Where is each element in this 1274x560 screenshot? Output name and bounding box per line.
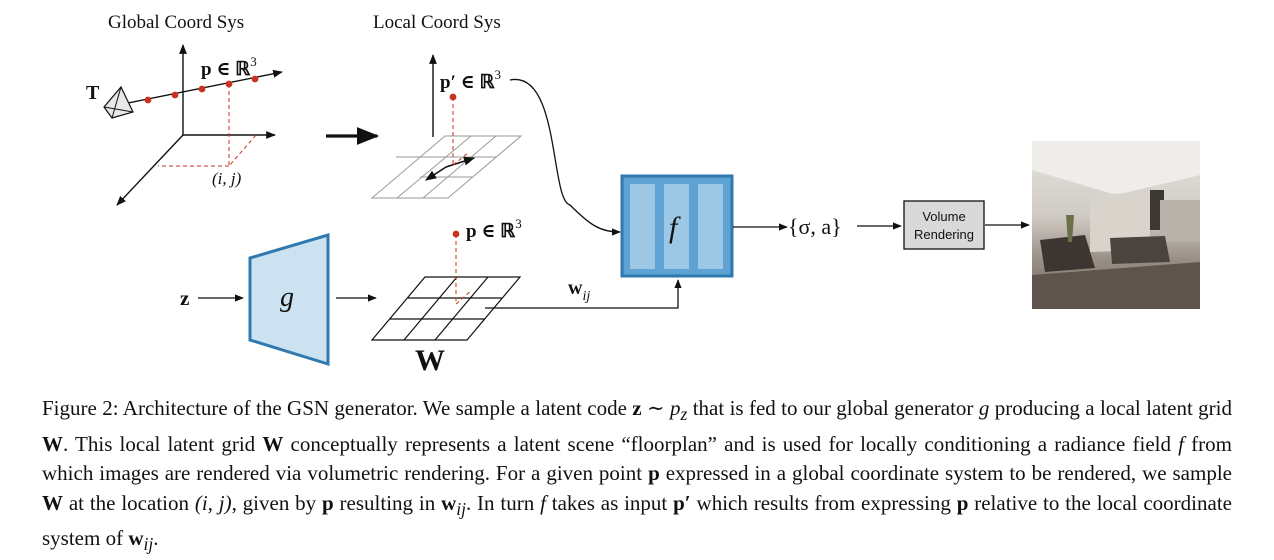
grid-location-label: (i, j)	[212, 169, 242, 188]
projection-lines	[158, 84, 257, 167]
point-sample-label: p ∈ ℝ3	[466, 216, 522, 242]
caption-text: ∼	[641, 396, 670, 420]
camera-icon	[103, 85, 134, 119]
caption-math: ij	[143, 534, 154, 555]
caption-text: . In turn	[465, 490, 541, 515]
caption-math: (i, j)	[194, 490, 232, 515]
local-grid	[370, 135, 523, 199]
caption-math: ij	[456, 498, 466, 519]
caption-text: from which images are rendered via volum…	[42, 431, 1232, 486]
caption-math: z	[680, 404, 688, 425]
caption-math: z	[632, 396, 642, 420]
rendered-image	[1032, 141, 1200, 309]
caption-label: Figure 2:	[42, 396, 119, 420]
grid-feature-label: wij	[568, 277, 590, 304]
caption-text: .	[153, 526, 159, 551]
caption-text: at the location	[63, 490, 195, 515]
caption-text: which results from expressing	[690, 490, 957, 515]
point-global-label: p ∈ ℝ3	[201, 54, 257, 80]
caption-text: conceptually represents a latent scene “…	[283, 431, 1179, 456]
caption-math: p	[956, 490, 969, 515]
caption-text: that is fed to our global generator	[687, 396, 979, 420]
generator-label: g	[280, 282, 294, 313]
caption-text: . This local latent grid	[63, 431, 263, 456]
caption-math: f	[540, 490, 546, 515]
architecture-diagram: Global Coord Sys T p ∈ ℝ3 (i, j)	[86, 12, 1200, 377]
caption-text: resulting in	[333, 490, 442, 515]
volume-rendering-box: Volume Rendering	[903, 200, 985, 250]
local-coord-title: Local Coord Sys	[373, 12, 501, 33]
global-coord-sys: Global Coord Sys T p ∈ ℝ3 (i, j)	[86, 12, 283, 206]
render-label-line1: Volume	[922, 209, 965, 224]
caption-text: , given by	[231, 490, 323, 515]
local-point	[449, 93, 457, 101]
caption-math: W	[42, 431, 63, 456]
caption-math: p	[670, 396, 681, 420]
caption-math: w	[128, 526, 144, 551]
local-coord-sys: Local Coord Sys p′ ∈ ℝ3	[370, 12, 621, 236]
output-label: {σ, a}	[788, 214, 842, 239]
y-axis	[116, 134, 184, 206]
local-point-to-f	[509, 79, 621, 236]
local-y-axis	[425, 166, 447, 181]
radiance-field: f	[620, 174, 734, 278]
point-local-label: p′ ∈ ℝ3	[440, 67, 501, 93]
caption-text: Architecture of the GSN generator. We sa…	[118, 396, 633, 420]
caption-math: g	[978, 396, 990, 420]
caption-text: relative to the local coordinate system …	[42, 490, 1232, 551]
local-x-axis	[445, 156, 476, 168]
grid-feature-line	[485, 279, 682, 309]
global-generator	[248, 232, 330, 367]
generator-row: z g W p ∈ ℝ3 wij	[180, 216, 682, 377]
caption-text: producing a local latent grid	[989, 396, 1232, 420]
caption-math: W	[42, 490, 63, 515]
pose-label: T	[86, 82, 100, 104]
latent-grid	[370, 276, 522, 341]
caption-math: f	[1178, 431, 1184, 456]
render-label-line2: Rendering	[914, 227, 974, 242]
caption-math: p	[648, 461, 660, 486]
caption-text: expressed in a global coordinate system …	[659, 461, 1232, 486]
caption-math: w	[441, 490, 457, 515]
caption-math: p	[322, 490, 334, 515]
figure-caption: Figure 2: Architecture of the GSN genera…	[42, 394, 1232, 560]
caption-text: takes as input	[545, 490, 674, 515]
latent-grid-label: W	[415, 344, 445, 377]
caption-math: p′	[673, 490, 691, 515]
caption-math: W	[262, 431, 284, 456]
global-coord-title: Global Coord Sys	[108, 12, 244, 33]
latent-code-label: z	[180, 286, 189, 310]
